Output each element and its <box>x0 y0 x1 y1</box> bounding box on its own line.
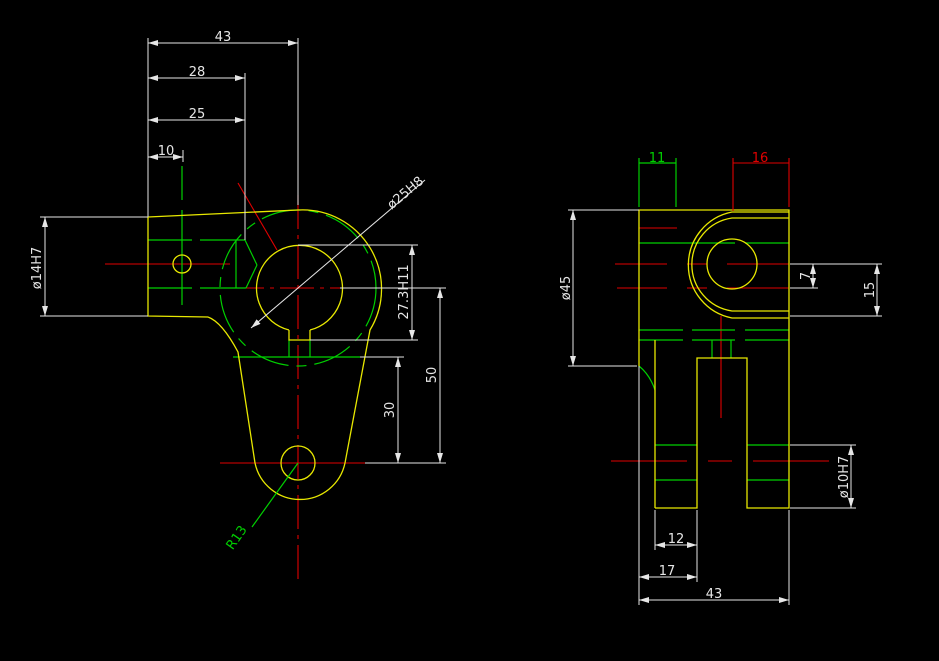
side-outline <box>638 209 790 509</box>
dim-25: 25 <box>189 107 206 122</box>
side-hidden-lines <box>638 242 789 481</box>
dim-50: 50 <box>425 367 440 384</box>
front-outline <box>147 209 383 501</box>
r13-leader <box>251 462 299 528</box>
dim-15: 15 <box>863 282 878 299</box>
dim-16: 16 <box>752 151 769 166</box>
dim-11: 11 <box>649 151 666 166</box>
dim-r13: R13 <box>224 523 251 553</box>
dim-7: 7 <box>799 272 814 280</box>
dim-43-bottom: 43 <box>706 587 723 602</box>
dim-dia-45: ø45 <box>559 276 574 301</box>
dim-10: 10 <box>158 144 175 159</box>
side-dimensions <box>568 158 882 605</box>
side-view: 11 16 ø45 7 15 ø10H7 12 17 43 <box>559 151 882 605</box>
dim-12: 12 <box>668 532 685 547</box>
dim-43-top: 43 <box>215 30 232 45</box>
dim-dia-14h7: ø14H7 <box>30 247 45 290</box>
dim-17: 17 <box>659 564 676 579</box>
dim-27-3h11: 27.3H11 <box>397 264 412 319</box>
front-dimensions <box>40 38 446 464</box>
front-view: 43 28 25 10 ø14H7 ø25H8 27.3H11 50 30 R1… <box>30 30 446 580</box>
dim-30: 30 <box>383 402 398 419</box>
dim-dia-25h8: ø25H8 <box>385 174 427 213</box>
dim-28: 28 <box>189 65 206 80</box>
dim-dia-10h7: ø10H7 <box>837 456 852 499</box>
side-center-lines <box>611 227 829 462</box>
